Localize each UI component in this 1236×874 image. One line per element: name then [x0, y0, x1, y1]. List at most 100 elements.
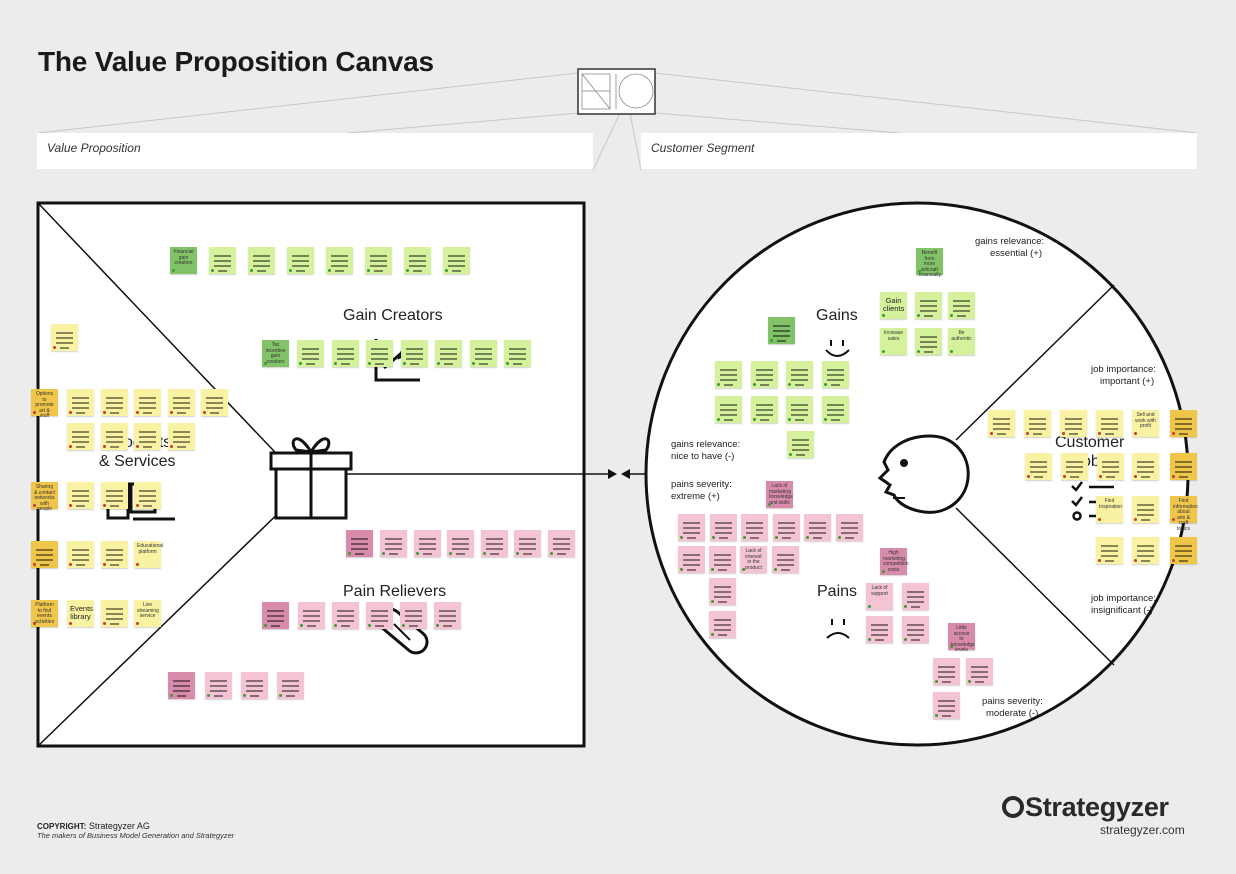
sticky-note[interactable] — [134, 482, 161, 509]
sticky-note[interactable] — [134, 423, 161, 450]
sticky-note[interactable] — [804, 514, 831, 541]
sticky-note[interactable] — [948, 292, 975, 319]
sticky-note[interactable] — [821, 396, 849, 423]
sticky-note[interactable] — [547, 530, 575, 557]
strategyzer-logo[interactable]: Strategyzer — [1002, 792, 1169, 823]
sticky-note[interactable] — [787, 431, 814, 458]
sticky-note[interactable] — [715, 396, 742, 423]
sticky-note[interactable] — [31, 541, 58, 568]
sticky-note[interactable] — [835, 514, 863, 541]
sticky-note[interactable] — [715, 361, 742, 388]
sticky-note[interactable] — [262, 602, 289, 629]
sticky-note[interactable]: Lack of interest in the product — [740, 546, 767, 573]
sticky-note[interactable] — [1024, 410, 1051, 437]
sticky-note[interactable] — [750, 396, 778, 423]
sticky-note[interactable] — [332, 602, 359, 629]
sticky-note[interactable]: Financial gain creators — [170, 247, 197, 274]
sticky-note[interactable] — [1097, 453, 1124, 480]
sticky-note[interactable] — [404, 247, 431, 274]
sticky-note[interactable]: Sharing & contact networks with people — [31, 482, 58, 512]
sticky-note[interactable] — [167, 389, 195, 416]
sticky-note[interactable] — [413, 530, 441, 557]
sticky-note[interactable] — [209, 247, 236, 274]
sticky-note[interactable] — [435, 340, 462, 367]
sticky-note[interactable] — [1096, 537, 1123, 564]
sticky-note[interactable] — [866, 616, 893, 643]
sticky-note[interactable] — [678, 514, 705, 541]
sticky-note[interactable] — [902, 583, 929, 610]
sticky-note[interactable] — [67, 482, 94, 509]
sticky-note[interactable] — [365, 247, 392, 274]
sticky-note[interactable] — [514, 530, 541, 557]
sticky-note[interactable] — [902, 616, 929, 643]
sticky-note[interactable] — [504, 340, 531, 367]
sticky-note[interactable] — [786, 361, 813, 388]
sticky-note[interactable] — [915, 328, 942, 355]
sticky-note[interactable] — [772, 514, 800, 541]
sticky-note[interactable]: Events library — [67, 600, 94, 627]
sticky-note[interactable]: Lack of marketing knowledge and skills — [766, 481, 793, 508]
sticky-note[interactable] — [248, 247, 275, 274]
sticky-note[interactable] — [287, 247, 314, 274]
sticky-note[interactable] — [168, 672, 195, 699]
sticky-note[interactable] — [443, 247, 470, 274]
sticky-note[interactable]: Increase sales — [880, 328, 907, 355]
sticky-note[interactable]: Tax incentive gain creators — [262, 340, 289, 367]
sticky-note[interactable] — [205, 672, 232, 699]
sticky-note[interactable]: Sell and work with profit — [1132, 410, 1159, 437]
sticky-note[interactable] — [988, 410, 1015, 437]
sticky-note[interactable] — [709, 578, 736, 605]
sticky-note[interactable] — [915, 292, 942, 319]
sticky-note[interactable] — [101, 600, 128, 627]
value-proposition-label-field[interactable]: Value Proposition — [37, 133, 593, 169]
sticky-note[interactable] — [134, 389, 161, 416]
sticky-note[interactable] — [933, 658, 960, 685]
sticky-note[interactable] — [469, 340, 497, 367]
sticky-note[interactable] — [1060, 410, 1087, 437]
sticky-note[interactable] — [1132, 537, 1159, 564]
sticky-note[interactable]: Educational platform — [134, 541, 163, 568]
sticky-note[interactable]: Little access to knowledge levels — [948, 623, 975, 653]
sticky-note[interactable] — [709, 611, 736, 638]
sticky-note[interactable] — [1061, 453, 1088, 480]
sticky-note[interactable] — [678, 546, 705, 573]
sticky-note[interactable] — [298, 602, 325, 629]
sticky-note[interactable] — [434, 602, 461, 629]
sticky-note[interactable] — [366, 602, 393, 629]
sticky-note[interactable]: Live streaming service — [134, 600, 161, 627]
sticky-note[interactable] — [480, 530, 508, 557]
sticky-note[interactable] — [933, 692, 960, 719]
strategyzer-url[interactable]: strategyzer.com — [1100, 823, 1185, 837]
sticky-note[interactable] — [346, 530, 373, 557]
sticky-note[interactable] — [447, 530, 474, 557]
sticky-note[interactable]: Platform to find events activities — [31, 600, 58, 627]
sticky-note[interactable]: Find Inspiration — [1096, 496, 1123, 523]
sticky-note[interactable] — [709, 514, 737, 541]
sticky-note[interactable] — [380, 530, 407, 557]
sticky-note[interactable] — [1132, 496, 1159, 523]
sticky-note[interactable] — [67, 389, 94, 416]
sticky-note[interactable] — [277, 672, 304, 699]
sticky-note[interactable] — [1096, 410, 1123, 437]
sticky-note[interactable] — [1170, 410, 1197, 437]
sticky-note[interactable] — [400, 340, 428, 367]
sticky-note[interactable] — [750, 361, 778, 388]
sticky-note[interactable] — [786, 396, 813, 423]
sticky-note[interactable] — [100, 423, 128, 450]
sticky-note[interactable]: High marketing competition costs — [880, 548, 909, 575]
sticky-note[interactable] — [331, 340, 359, 367]
sticky-note[interactable] — [201, 389, 228, 416]
sticky-note[interactable] — [100, 541, 128, 568]
sticky-note[interactable]: Options to promote art & stuff — [31, 389, 58, 419]
sticky-note[interactable] — [1170, 453, 1197, 480]
sticky-note[interactable] — [326, 247, 353, 274]
sticky-note[interactable]: Benefit from more art/craft financially — [916, 248, 943, 278]
sticky-note[interactable] — [400, 602, 427, 629]
sticky-note[interactable] — [51, 324, 78, 351]
sticky-note[interactable] — [1025, 453, 1052, 480]
sticky-note[interactable] — [297, 340, 324, 367]
sticky-note[interactable] — [100, 389, 128, 416]
sticky-note[interactable] — [366, 340, 393, 367]
sticky-note[interactable] — [241, 672, 268, 699]
sticky-note[interactable] — [67, 541, 94, 568]
